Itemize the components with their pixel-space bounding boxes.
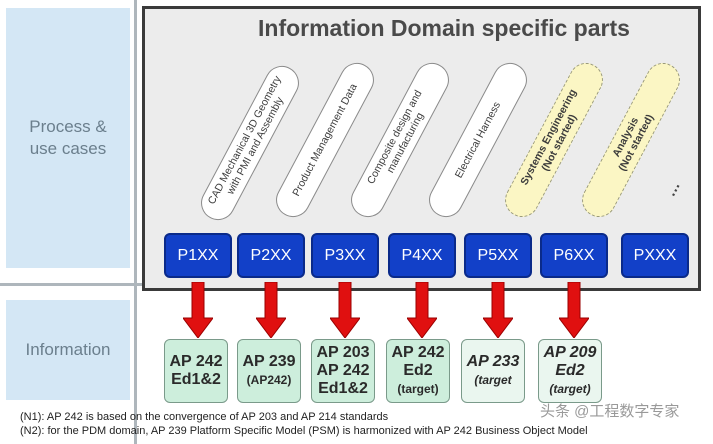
process-use-cases-label: Process & use cases xyxy=(6,8,130,268)
arrow-p5 xyxy=(483,282,513,338)
ap-box-6-main: AP 209 Ed2 xyxy=(543,344,597,379)
ap-box-2-sub: (AP242) xyxy=(246,373,292,387)
arrow-p2 xyxy=(256,282,286,338)
watermark: 头条 @工程数字专家 xyxy=(540,403,680,420)
arrow-p6 xyxy=(559,282,589,338)
arrow-p1 xyxy=(183,282,213,338)
ap-box-4: AP 242 Ed2 (target) xyxy=(386,339,450,403)
ap-box-5: AP 233 (target xyxy=(461,339,525,403)
footnotes: (N1): AP 242 is based on the convergence… xyxy=(20,410,588,438)
ap-box-1: AP 242 Ed1&2 xyxy=(164,339,228,403)
part-p6xx: P6XX xyxy=(540,233,608,278)
ap-box-4-sub: (target) xyxy=(397,382,439,396)
ap-box-3: AP 203 AP 242 Ed1&2 xyxy=(311,339,375,403)
ap-box-6-sub: (target) xyxy=(549,382,591,396)
ap-box-1-main: AP 242 xyxy=(169,353,223,370)
ap-box-2-main: AP 239 xyxy=(242,353,296,370)
ap-box-2: AP 239 (AP242) xyxy=(237,339,301,403)
part-pxxx: PXXX xyxy=(621,233,689,278)
part-p5xx: P5XX xyxy=(464,233,532,278)
information-label: Information xyxy=(6,300,130,400)
ap-box-1-sub: Ed1&2 xyxy=(171,371,221,388)
arrow-p4 xyxy=(407,282,437,338)
ap-box-5-sub: (target xyxy=(474,373,512,387)
footnote-n2: (N2): for the PDM domain, AP 239 Platfor… xyxy=(20,425,588,437)
row-divider xyxy=(0,283,142,286)
ap-box-6: AP 209 Ed2 (target) xyxy=(538,339,602,403)
ap-box-3-main: AP 203 AP 242 xyxy=(316,344,370,379)
part-p3xx: P3XX xyxy=(311,233,379,278)
ap-box-5-main: AP 233 xyxy=(466,353,520,370)
arrow-p3 xyxy=(330,282,360,338)
part-p4xx: P4XX xyxy=(388,233,456,278)
left-divider xyxy=(134,0,137,444)
footnote-n1: (N1): AP 242 is based on the convergence… xyxy=(20,411,389,423)
ap-box-3-sub: Ed1&2 xyxy=(318,380,368,397)
ap-box-4-main: AP 242 Ed2 xyxy=(391,344,445,379)
part-p2xx: P2XX xyxy=(237,233,305,278)
diagram-title: Information Domain specific parts xyxy=(258,15,630,41)
part-p1xx: P1XX xyxy=(164,233,232,278)
